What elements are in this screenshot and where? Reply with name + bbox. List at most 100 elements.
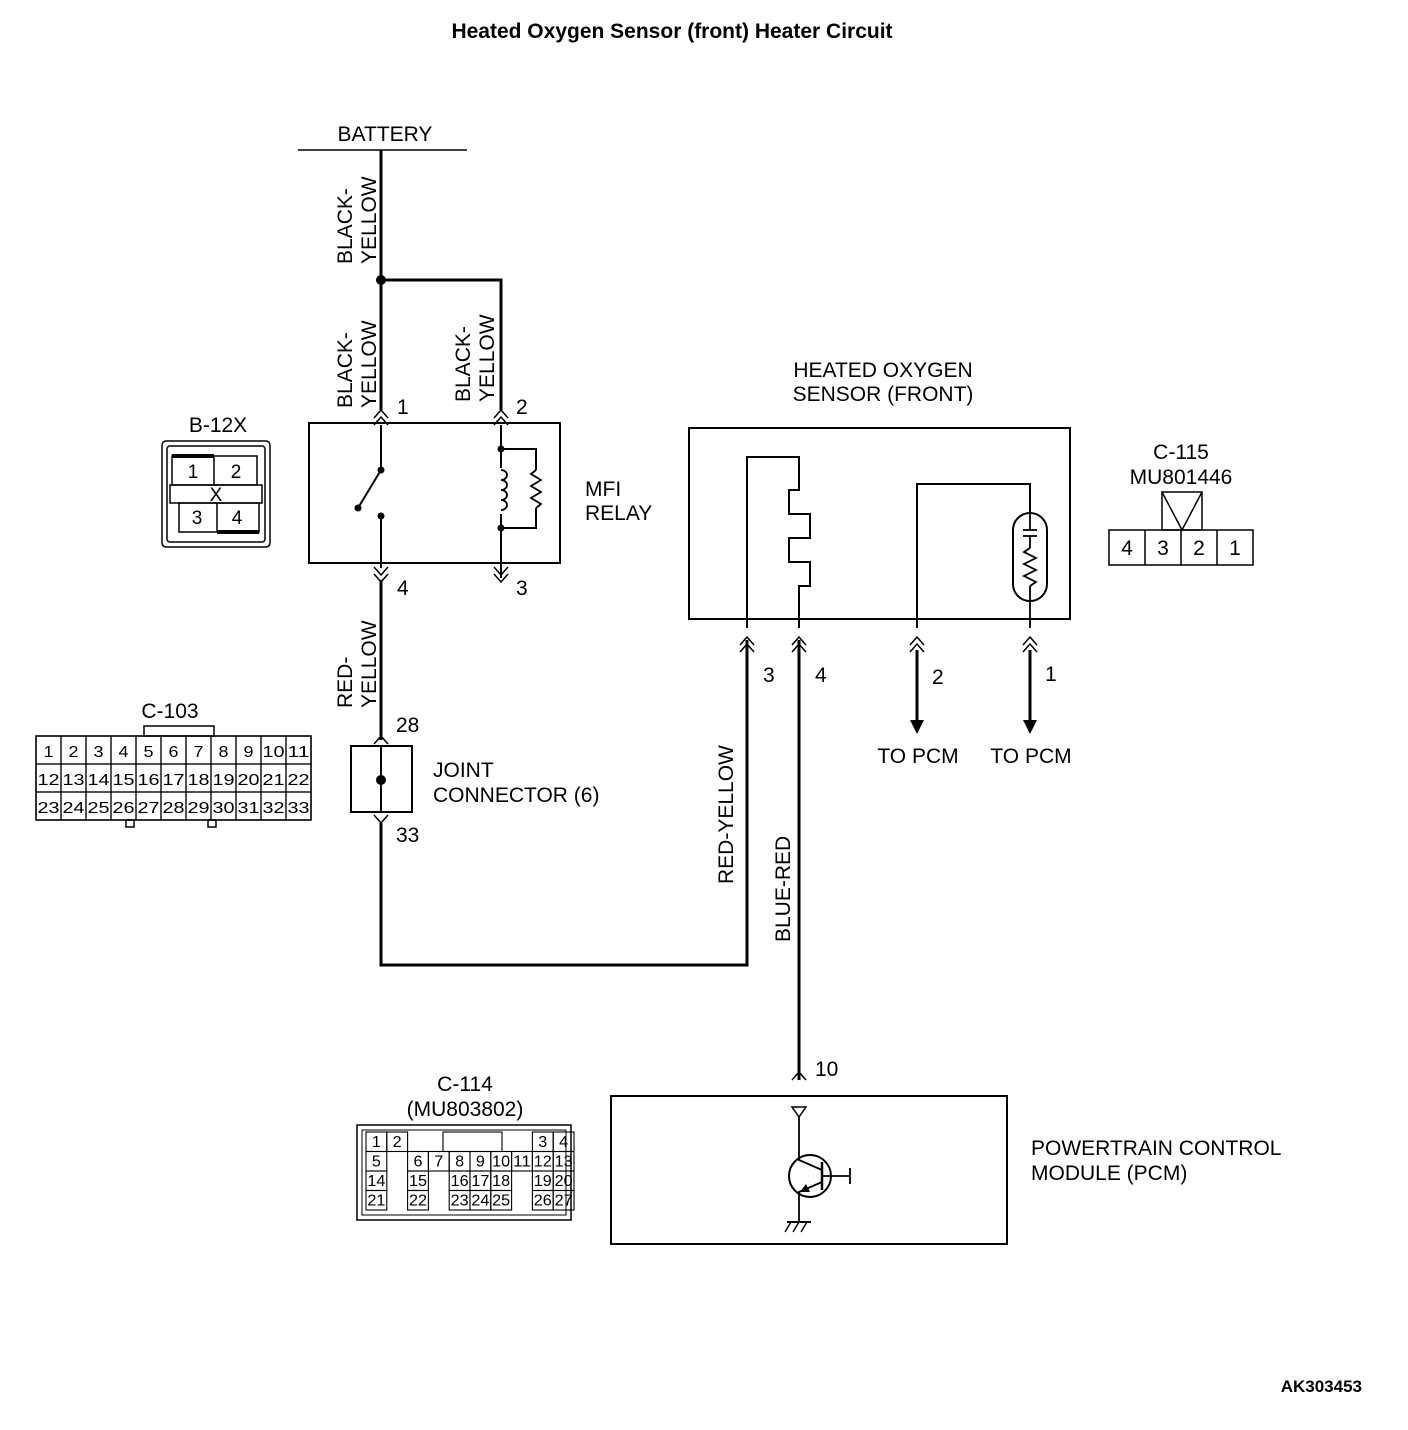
b12x-pin-3: 3 — [192, 508, 203, 529]
c114-pin-cell — [365, 1189, 388, 1211]
c103-pin-number: 22 — [288, 772, 310, 789]
sensor-pin3-connector — [739, 635, 755, 653]
c114-pin-number: 1 — [372, 1134, 381, 1151]
c114-pin-number: 6 — [414, 1154, 423, 1171]
sensor-pin-2: 2 — [932, 666, 944, 689]
c114-pin-number: 5 — [372, 1154, 381, 1171]
resistor-top-lead — [501, 448, 537, 470]
c103-pin-number: 16 — [138, 772, 160, 789]
c114-pin-number: 26 — [534, 1193, 552, 1210]
c103-pin-number: 2 — [69, 744, 79, 761]
c103-pin-number: 11 — [288, 744, 310, 761]
battery-label: BATTERY — [338, 123, 433, 146]
svg-text:YELLOW: YELLOW — [476, 314, 499, 402]
c103-pin-cell — [285, 791, 312, 821]
sensor-pin4-connector — [791, 635, 807, 653]
svg-text:BLACK-: BLACK- — [334, 332, 357, 408]
figure-code: AK303453 — [1281, 1377, 1362, 1396]
joint-pin-33: 33 — [396, 824, 419, 847]
sensor-pin2-connector — [909, 635, 925, 653]
sensor-box — [688, 427, 1071, 620]
to-pcm-arrow-pin1 — [1023, 720, 1037, 734]
c114-pin-number: 23 — [451, 1193, 469, 1210]
wire-label-red-yellow-relay: RED- YELLOW — [334, 620, 381, 708]
svg-text:RED-: RED- — [334, 657, 357, 708]
sensor-signal-lead — [916, 483, 1031, 628]
c103-pin-number: 9 — [244, 744, 254, 761]
svg-text:YELLOW: YELLOW — [358, 620, 381, 708]
c114-pin-number: 2 — [393, 1134, 402, 1151]
joint-connector-label-2: CONNECTOR (6) — [433, 784, 599, 807]
pcm-pin-10: 10 — [815, 1058, 838, 1081]
c103-pin-number: 10 — [263, 744, 285, 761]
c103-latch — [143, 725, 215, 737]
b12x-pin-2: 2 — [231, 462, 242, 483]
svg-text:YELLOW: YELLOW — [358, 320, 381, 408]
mfi-relay-box — [308, 422, 561, 564]
transistor-collector — [798, 1152, 823, 1171]
sensor-pin-3: 3 — [763, 664, 775, 687]
c103-pin-number: 26 — [113, 800, 135, 817]
c114-inner — [361, 1129, 567, 1216]
c114-pin-number: 16 — [451, 1173, 469, 1190]
to-pcm-arrow-pin2 — [910, 720, 924, 734]
c103-pin-number: 30 — [213, 800, 235, 817]
b12x-x-mark: X — [210, 485, 223, 506]
c114-key-cavity — [442, 1131, 503, 1153]
c103-pin-number: 15 — [113, 772, 135, 789]
c114-pin-number: 20 — [555, 1173, 573, 1190]
relay-pin2-wire — [381, 278, 503, 410]
c103-pin-number: 14 — [88, 772, 110, 789]
pcm-ground-hatch-3 — [800, 1221, 808, 1233]
c114-part-number: (MU803802) — [407, 1098, 524, 1121]
c103-pin-number: 25 — [88, 800, 110, 817]
c114-pin-number: 3 — [538, 1134, 547, 1151]
c114-pin-number: 12 — [534, 1154, 552, 1171]
c103-label: C-103 — [141, 700, 198, 723]
c114-outer — [356, 1124, 572, 1221]
relay-pin-3: 3 — [516, 577, 528, 600]
resistor-bottom-lead — [501, 508, 537, 529]
wire-label-blue-red: BLUE-RED — [772, 836, 795, 942]
sensor-pin-4: 4 — [815, 664, 827, 687]
joint-connector-label-1: JOINT — [433, 759, 494, 782]
c103-pin-number: 27 — [138, 800, 160, 817]
sensor-pin-1: 1 — [1045, 663, 1057, 686]
c114-pin-number: 9 — [476, 1154, 485, 1171]
switch-blade — [357, 469, 382, 509]
c114-pin-cell — [407, 1189, 429, 1211]
c115-pin-1: 1 — [1229, 537, 1241, 560]
c103-pin-number: 21 — [263, 772, 285, 789]
c115-label: C-115 — [1153, 441, 1209, 464]
pcm-label-2: MODULE (PCM) — [1031, 1162, 1187, 1185]
c114-pin-number: 11 — [513, 1154, 531, 1171]
c103-pin-number: 29 — [188, 800, 210, 817]
c114-pin-number: 21 — [367, 1193, 385, 1210]
c103-pin-number: 12 — [38, 772, 60, 789]
switch-pivot — [354, 504, 362, 512]
c114-pin-cell — [386, 1131, 409, 1153]
c114-pin-number: 4 — [559, 1134, 568, 1151]
c114-pin-number: 15 — [409, 1173, 427, 1190]
pcm-box — [610, 1095, 1008, 1245]
wire-label-red-yellow-sensor: RED-YELLOW — [715, 745, 738, 884]
mfi-relay-label-1: MFI — [585, 478, 621, 501]
joint-pin33-connector — [373, 814, 389, 825]
relay-pin-1: 1 — [397, 396, 409, 419]
c103-pin-number: 13 — [63, 772, 85, 789]
c114-pin-number: 10 — [492, 1154, 510, 1171]
c114-label: C-114 — [437, 1073, 493, 1096]
b12x-inner — [166, 445, 266, 543]
diagram-title: Heated Oxygen Sensor (front) Heater Circ… — [451, 20, 892, 43]
wire-label-black-yellow-pin1: BLACK- YELLOW — [334, 320, 381, 408]
sensor-resistor — [1021, 547, 1039, 587]
c114-pin-number: 14 — [367, 1173, 385, 1190]
c103-pin-number: 24 — [63, 800, 85, 817]
relay-pin1-connector — [373, 408, 389, 426]
c103-pin-number: 17 — [163, 772, 185, 789]
c103-pin-number: 32 — [263, 800, 285, 817]
c114-pin-number: 25 — [492, 1193, 510, 1210]
wire-label-black-yellow-pin2: BLACK- YELLOW — [452, 314, 499, 402]
sensor-pin1-connector — [1022, 635, 1038, 653]
c103-pin-number: 18 — [188, 772, 210, 789]
